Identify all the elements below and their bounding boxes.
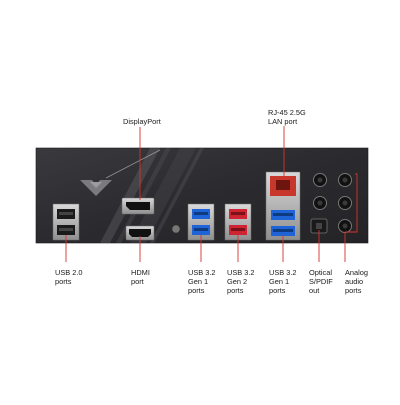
label-displayport: DisplayPort (123, 117, 161, 126)
label-rj45: RJ-45 2.5G LAN port (268, 108, 306, 126)
usb20-port-stack (52, 203, 80, 241)
panel-decor-stripes (100, 148, 204, 243)
displayport-connector (121, 197, 155, 215)
bios-button (171, 224, 181, 234)
label-usb20: USB 2.0 ports (55, 268, 83, 286)
label-usb32-gen1-b: USB 3.2 Gen 1 ports (269, 268, 297, 295)
usb32-gen1-stack-a (187, 203, 215, 241)
usb32-gen2-stack (224, 203, 252, 241)
label-usb32-gen1-a: USB 3.2 Gen 1 ports (188, 268, 216, 295)
label-hdmi: HDMI port (131, 268, 150, 286)
hdmi-connector (125, 225, 155, 241)
panel-trim (105, 149, 161, 179)
aorus-eagle-logo (80, 180, 112, 196)
label-optical: Optical S/PDIF out (309, 268, 333, 295)
audio-jacks (313, 173, 352, 233)
lan-usb-stack (265, 171, 301, 241)
label-analog: Analog audio ports (345, 268, 369, 295)
label-usb32-gen2: USB 3.2 Gen 2 ports (227, 268, 255, 295)
leader-analog-bracket (345, 173, 358, 233)
leader-lines (65, 126, 358, 262)
